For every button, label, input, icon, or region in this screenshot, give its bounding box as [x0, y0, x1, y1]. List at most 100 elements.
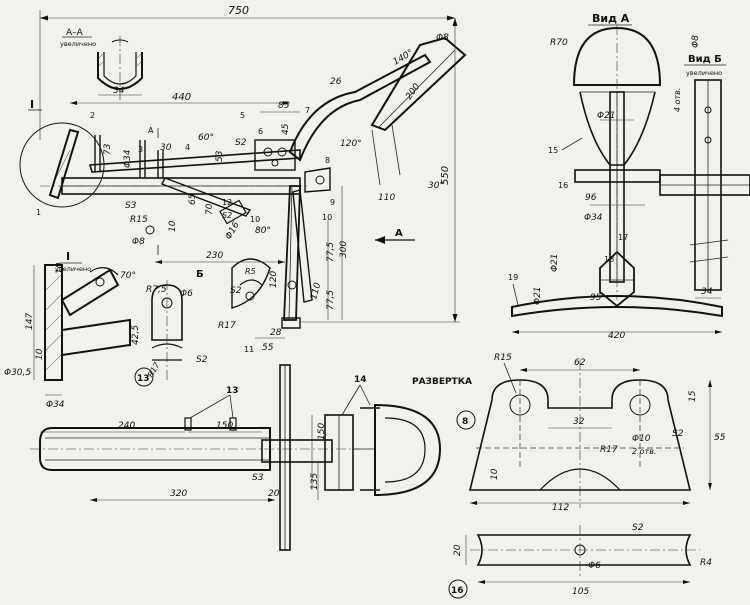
detail-i: I увеличено 10 70° 147 10 Φ30,5 Φ34: [4, 250, 136, 410]
dim-440: 440: [172, 92, 191, 103]
view-a-r70: R70: [550, 38, 568, 48]
bottom-dim-135: 135: [310, 473, 320, 490]
dim-60deg: 60°: [198, 133, 214, 143]
callout-10b: 10: [250, 215, 260, 224]
dim-overall-length: 750: [228, 4, 249, 17]
callout-9: 9: [330, 198, 335, 207]
dim-110-fork: 110: [309, 281, 323, 300]
dim-30deg: 30°: [428, 181, 444, 191]
callout-8: 8: [325, 156, 330, 165]
dim-775-top: 77,5: [326, 242, 336, 262]
view-a-420: 420: [608, 331, 625, 341]
dim-230: 230: [206, 251, 223, 261]
callout-12: 12: [222, 198, 232, 207]
razvertka-10: 10: [490, 468, 500, 480]
dim-r5: R5: [245, 267, 256, 276]
dim-30: 30: [160, 143, 172, 153]
dim-120: 120: [269, 271, 279, 288]
view-b-phi8: Φ8: [691, 35, 701, 48]
detail-i-dim-70deg: 70°: [120, 271, 136, 281]
detail-i-dim-phi305: Φ30,5: [4, 368, 31, 378]
callout-7: 7: [305, 106, 310, 115]
dim-45: 45: [281, 123, 291, 135]
dim-r15: R15: [130, 215, 148, 225]
view-a-phi21-top: Φ21: [597, 111, 616, 121]
razvertka-s2: S2: [672, 429, 684, 439]
part13-425: 42,5: [131, 325, 141, 345]
part16-number: 16: [451, 586, 464, 596]
razvertka-15: 15: [688, 390, 698, 402]
dim-phi34: Φ34: [123, 149, 133, 168]
dim-s2-bottom: S2: [230, 286, 242, 296]
dim-120deg: 120°: [340, 139, 362, 149]
dim-10: 10: [168, 220, 178, 232]
detail-i-dim-147: 147: [25, 313, 35, 330]
dim-phi8-top: Φ8: [436, 33, 449, 43]
callout-10a: 10: [322, 213, 332, 222]
section-aa-title: A–A: [66, 28, 84, 38]
part13-s2: S2: [196, 355, 208, 365]
view-b-holes: 4 отв.: [673, 88, 682, 112]
view-a-phi34: Φ34: [584, 213, 603, 223]
bottom-plan-view: 13 14 240 150 150 135 320 S3 20: [30, 364, 442, 551]
part-16: S2 20 Φ6 R4 105 16: [448, 523, 712, 599]
part16-20: 20: [453, 544, 463, 556]
arrow-a: A: [395, 228, 403, 239]
arrow-b: Б: [196, 269, 204, 280]
part16-phi6: Φ6: [588, 561, 601, 571]
section-aa: A–A увеличено 34: [60, 28, 143, 100]
view-a-callout-15: 15: [548, 146, 558, 155]
bottom-dim-150a: 150: [216, 421, 233, 431]
view-a-phi21-bottom: Φ21: [533, 286, 543, 305]
bottom-dim-240: 240: [118, 421, 135, 431]
view-a-title: Вид А: [592, 12, 630, 25]
razvertka-32: 32: [573, 417, 585, 427]
dim-300: 300: [339, 241, 349, 258]
callout-3: 3: [138, 145, 143, 154]
razvertka-holes: 2 отв.: [632, 447, 656, 456]
dim-53: 53: [215, 150, 225, 162]
razvertka-62: 62: [574, 358, 586, 368]
dim-80deg: 80°: [255, 226, 271, 236]
detail-i-subtitle: увеличено: [55, 265, 91, 273]
callout-6: 6: [258, 127, 263, 136]
part16-r4: R4: [700, 558, 712, 568]
callout-2: 2: [90, 111, 95, 120]
part-razvertka: РАЗВЕРТКА R15 62 15 32 Φ10 2 отв. S2 55 …: [412, 353, 726, 513]
part13-number: 13: [137, 374, 150, 384]
dim-28: 28: [270, 328, 282, 338]
dim-73: 73: [103, 143, 113, 155]
section-a-top: A: [148, 126, 154, 135]
view-a-callout-16: 16: [558, 181, 568, 190]
section-mark-i: I: [30, 98, 34, 111]
dim-110-handle: 110: [378, 193, 395, 203]
view-a-95: 95: [590, 293, 602, 303]
callout-5: 5: [240, 111, 245, 120]
razvertka-number: 8: [462, 417, 468, 427]
view-a-callout-17: 17: [618, 233, 628, 242]
callout-11: 11: [244, 345, 254, 354]
dim-overall-height: 550: [440, 166, 451, 185]
view-a: Вид А R70 Φ21 15 16 96 Φ34 Φ21 17 18 95 …: [508, 12, 723, 341]
part13-r75: R7,5: [146, 285, 167, 295]
section-aa-dim: 34: [113, 86, 125, 96]
dim-70: 70: [205, 203, 215, 215]
view-a-phi21-mid: Φ21: [550, 253, 560, 272]
section-aa-subtitle: увеличено: [60, 40, 96, 48]
callout-4: 4: [185, 143, 190, 152]
dim-s2-top: S2: [235, 138, 247, 148]
part13-phi6: Φ6: [180, 289, 193, 299]
view-b-subtitle: увеличено: [686, 69, 722, 77]
razvertka-label: РАЗВЕРТКА: [412, 377, 472, 387]
detail-i-dim-10a: 10: [55, 262, 65, 274]
bottom-dim-20: 20: [268, 489, 280, 499]
detail-i-dim-10b: 10: [35, 348, 45, 360]
part16-s2: S2: [632, 523, 644, 533]
dim-s2-mid: S2: [222, 211, 232, 220]
view-a-96: 96: [585, 193, 597, 203]
dim-phi8-bottom: Φ8: [132, 237, 145, 247]
dim-26: 26: [330, 77, 342, 87]
dim-55: 55: [262, 343, 274, 353]
razvertka-r15: R15: [494, 353, 512, 363]
razvertka-r17: R17: [600, 445, 618, 455]
